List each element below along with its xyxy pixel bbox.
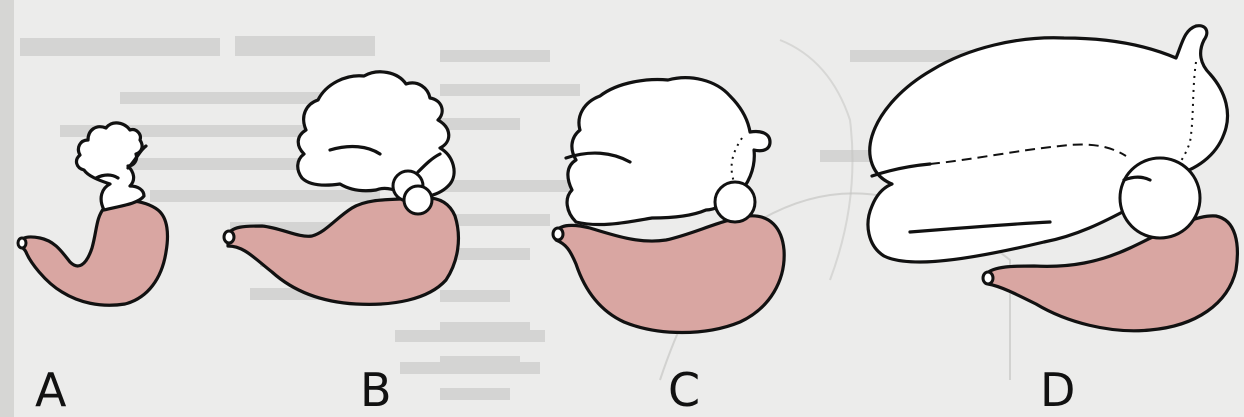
stage-b-omasum xyxy=(404,186,432,214)
stage-a-esophagus-opening xyxy=(18,238,26,248)
stage-a-label: A xyxy=(35,363,67,417)
stage-c-label: C xyxy=(668,363,700,417)
stage-b-esophagus-opening xyxy=(224,231,234,243)
stage-c-reticulum xyxy=(715,182,755,222)
stage-d-esophagus-opening xyxy=(983,272,993,284)
stage-d-label: D xyxy=(1040,363,1075,417)
stage-b-label: B xyxy=(360,363,392,417)
stage-c-esophagus-opening xyxy=(553,228,563,240)
stage-d-reticulum xyxy=(1120,158,1200,238)
